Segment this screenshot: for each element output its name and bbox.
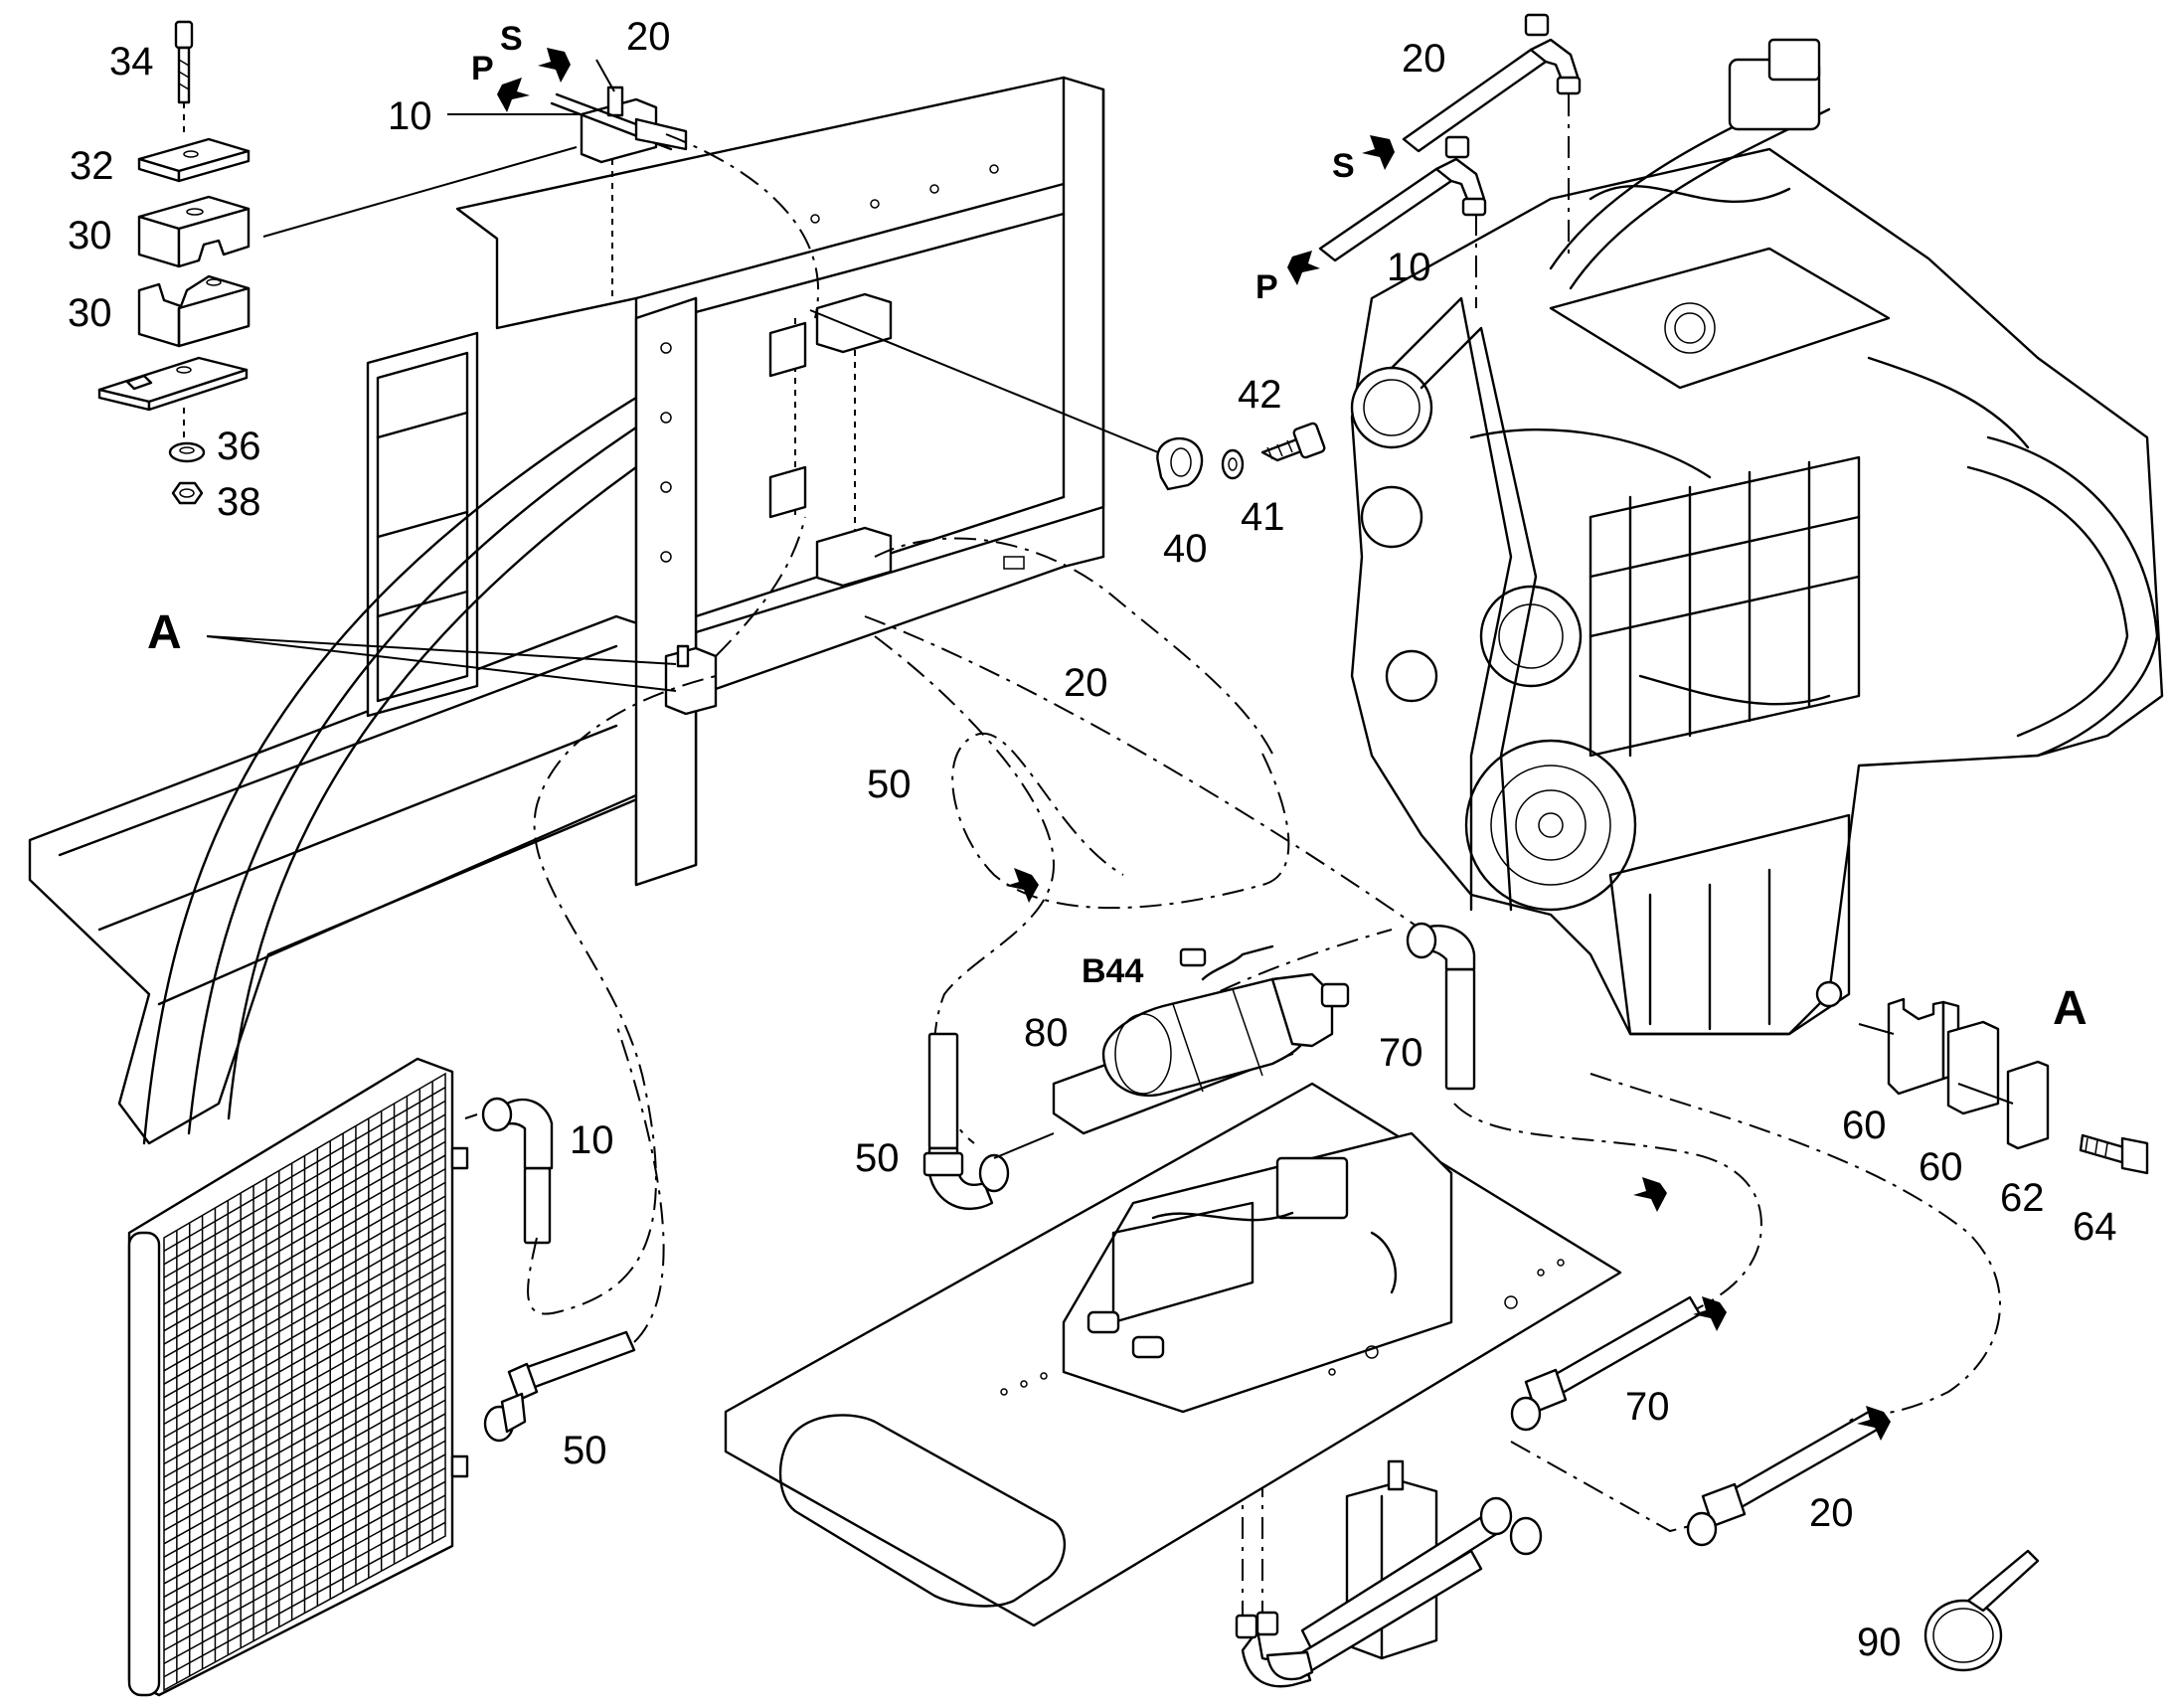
label-60-b: 60 [1919,1145,1963,1189]
label-50-left: 50 [563,1429,607,1472]
flow-arrow-icon [1633,1177,1667,1212]
cover-plate-32 [137,137,251,183]
flow-arrow-icon [1006,868,1039,903]
manifold-block [1235,1459,1543,1688]
flow-arrow-icon [1287,251,1320,285]
label-10-top: 10 [388,94,432,138]
label-s-engine: S [1332,147,1355,185]
label-90: 90 [1857,1621,1902,1664]
label-41: 41 [1241,495,1285,539]
label-20-bottom: 20 [1809,1491,1854,1535]
label-38: 38 [217,480,261,524]
label-p-engine: P [1255,268,1278,306]
label-20-frame: 20 [1064,661,1108,705]
label-10-engine: 10 [1387,246,1431,289]
label-50-frame: 50 [867,763,912,806]
part-labels: 34 32 30 30 36 38 10 20 S P 20 S P 10 42… [68,15,2117,1664]
label-42: 42 [1238,373,1282,417]
flow-arrow-icon [538,48,571,83]
receiver-drier-80 [1052,944,1350,1135]
flow-arrow-icon [1857,1406,1891,1441]
label-leaders [447,59,615,115]
label-30-lower: 30 [68,291,112,335]
clamp-block-a [664,644,718,716]
label-20-top: 20 [626,15,671,59]
frame-structure [28,76,1105,1145]
screw-34 [174,20,194,134]
weld-plate [97,356,249,412]
flow-arrow-icon [497,78,530,112]
label-40: 40 [1163,527,1208,571]
clip-40 [1156,436,1204,491]
label-30-upper: 30 [68,214,112,257]
label-20-engine: 20 [1402,37,1446,81]
hose-10-left [464,1097,554,1245]
label-32: 32 [70,144,114,188]
clamp-half-30-lower [137,274,251,348]
label-36: 36 [217,425,261,468]
cable-tie-90 [1923,1549,2040,1672]
label-70-center: 70 [1379,1031,1423,1075]
flow-arrows [497,48,1891,1441]
hose-20-bottom [1686,1410,1881,1547]
clamp-half-30-upper [137,195,251,268]
clamp-a-detail [1858,997,2149,1175]
label-a-right: A [2053,982,2088,1035]
label-34: 34 [109,40,154,84]
bolt-42 [1260,422,1326,462]
top-tube-clamp [550,85,688,164]
flow-arrow-icon [1693,1296,1727,1331]
engine-hose-20 [1402,13,1582,153]
hose-50-center [922,1032,1055,1211]
label-50-center: 50 [855,1136,900,1180]
engine-assembly [1318,13,2164,1036]
label-60-a: 60 [1842,1104,1887,1147]
label-62: 62 [2000,1176,2045,1220]
frame-clamp-blocks [768,292,893,588]
hose-70-center [1406,922,1476,1091]
condenser [127,1057,469,1697]
clip-bolt-assembly [809,309,1326,491]
label-s-top: S [500,20,523,58]
label-70-bottom: 70 [1625,1385,1670,1429]
label-80: 80 [1024,1011,1069,1055]
nut-38 [171,481,204,505]
flow-arrow-icon [1362,135,1395,170]
label-a-left: A [147,606,182,659]
engine-hose-10 [1318,135,1487,262]
label-b44: B44 [1082,952,1143,990]
hose-50-left [483,1330,636,1443]
label-10-left: 10 [570,1118,614,1162]
floor-plate-hvac [724,1082,1622,1627]
label-p-top: P [471,50,494,87]
clamp-stack [97,20,578,505]
bolt-64 [2079,1133,2149,1175]
washer-41 [1221,448,1245,480]
label-64: 64 [2073,1205,2117,1249]
washer-36 [168,441,206,463]
